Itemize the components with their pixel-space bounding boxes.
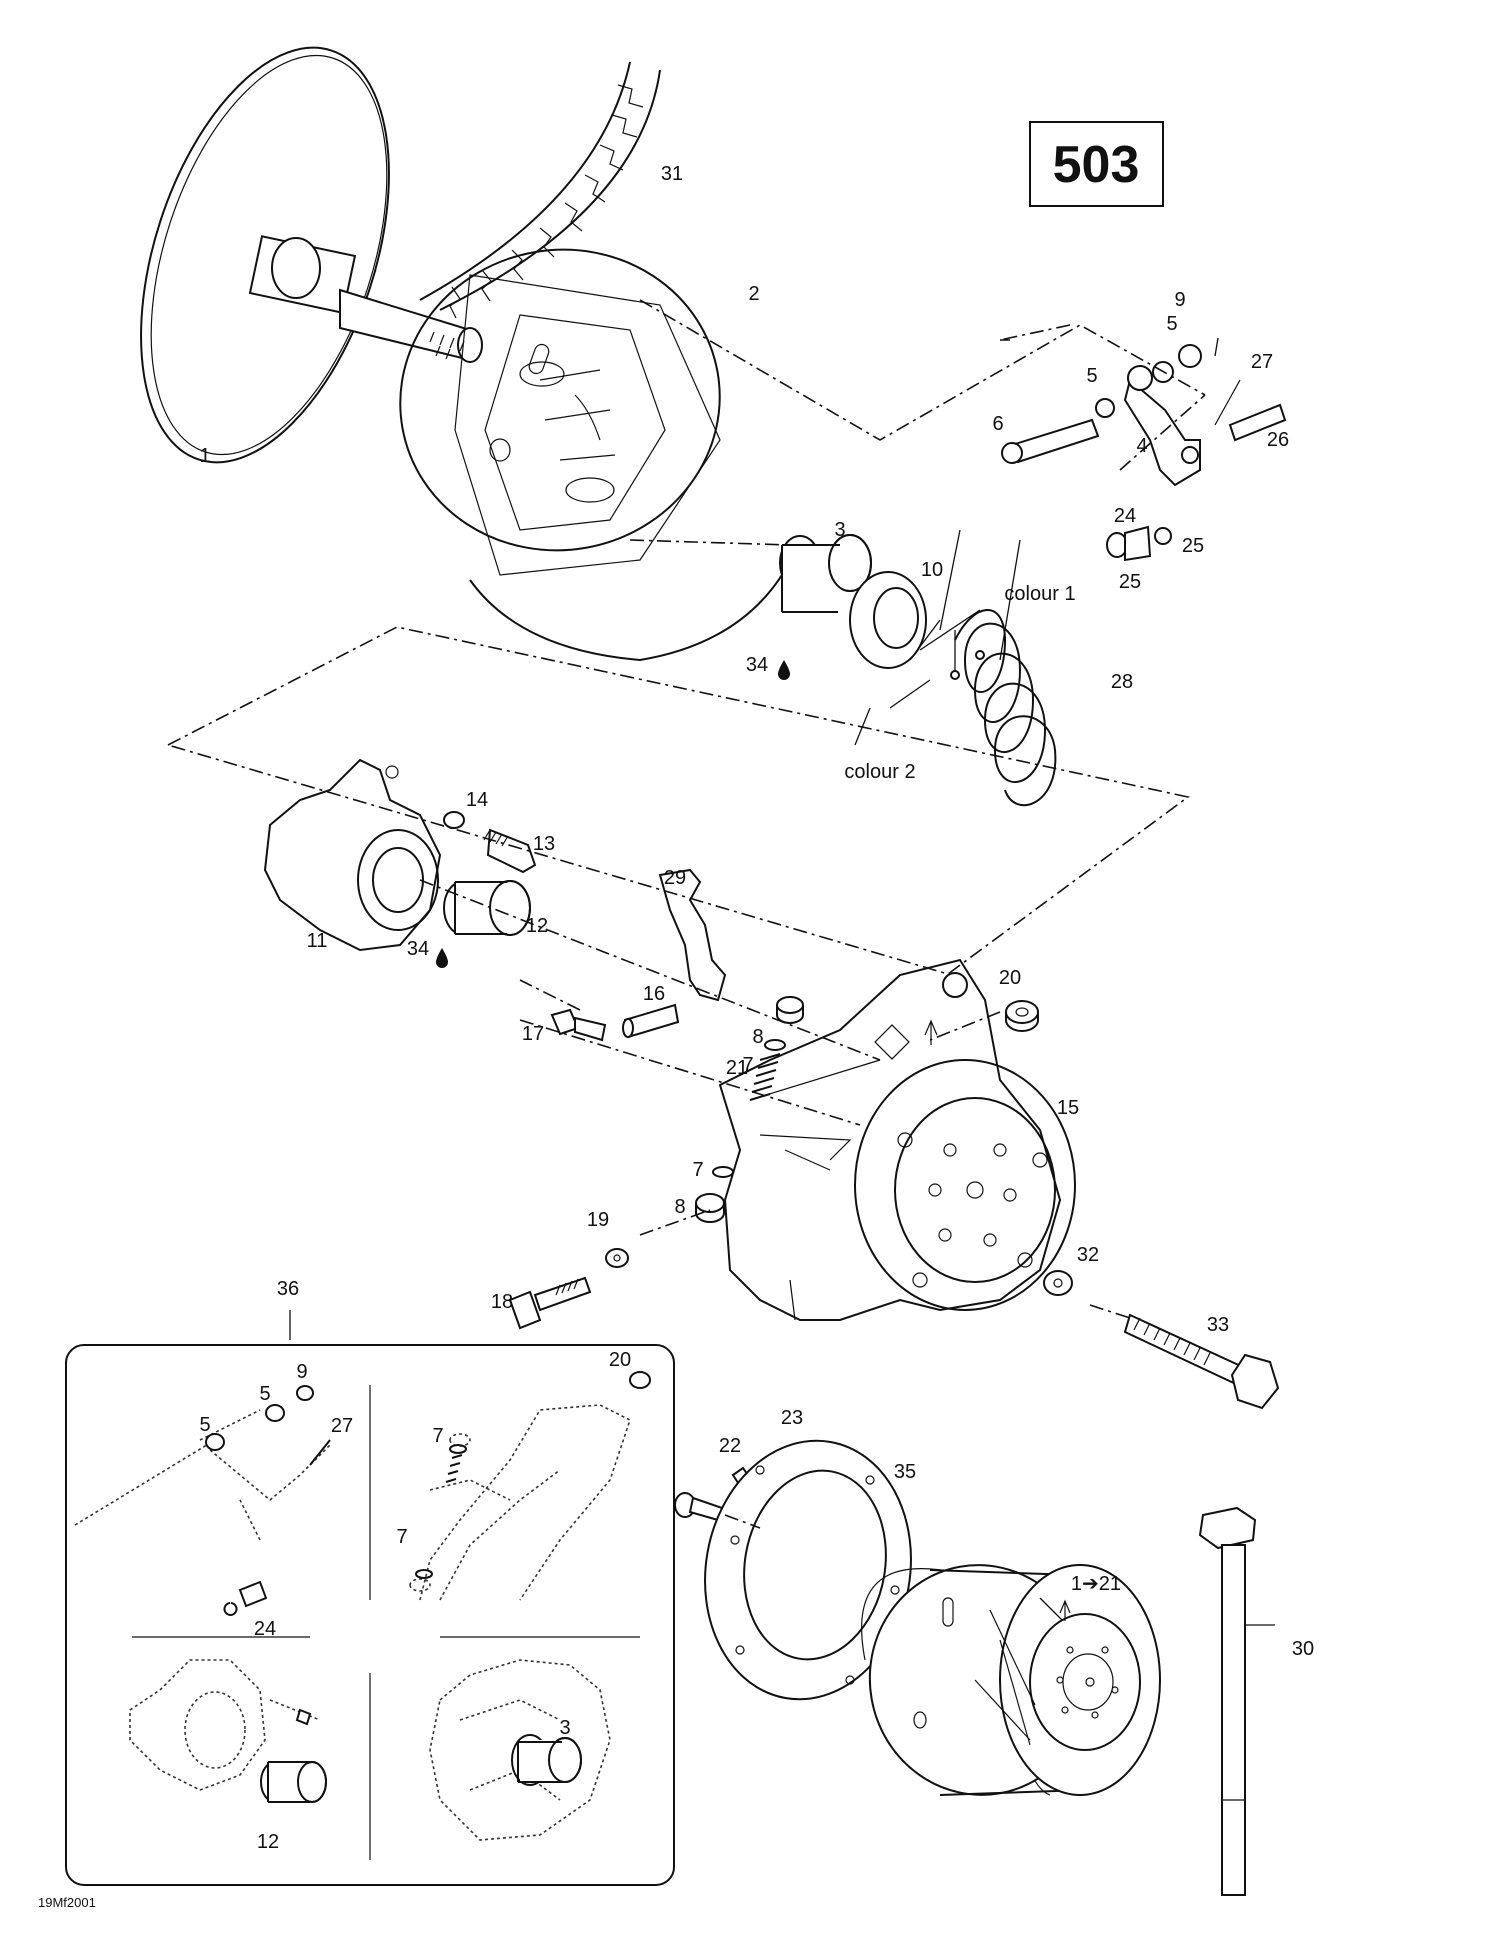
inset-camplate-drawing — [129, 1659, 327, 1803]
callout-11: 11 — [307, 930, 328, 952]
callout-25: 25 — [1182, 535, 1204, 557]
flyweight-part-29 — [658, 868, 727, 1002]
screw-part-17 — [550, 1008, 607, 1042]
callout-20: 20 — [999, 967, 1021, 989]
plate-part-35 — [704, 1439, 912, 1701]
inset-callout-7: 7 — [432, 1425, 443, 1447]
callout-colour-1: colour 1 — [1004, 583, 1075, 605]
callout-3: 3 — [834, 519, 845, 541]
callout-6: 6 — [992, 413, 1003, 435]
callout-23: 23 — [781, 1407, 803, 1429]
callout-28: 28 — [1111, 671, 1133, 693]
inset-spider-drawing — [409, 1371, 651, 1601]
callout-5: 5 — [1166, 313, 1177, 335]
inset-box-36 — [65, 1344, 675, 1886]
bolt-part-30 — [1198, 1506, 1257, 1896]
inset-callout-7: 7 — [396, 1526, 407, 1548]
pin-part-16 — [622, 1003, 680, 1039]
callout-15: 15 — [1057, 1097, 1079, 1119]
callout-19: 19 — [587, 1209, 609, 1231]
bolt-part-18 — [508, 1276, 592, 1330]
drawing-code: 19Mf2001 — [38, 1895, 96, 1910]
inset-callout-20: 20 — [609, 1349, 631, 1371]
callout-32: 32 — [1077, 1244, 1099, 1266]
bushing-part-12 — [443, 880, 531, 936]
callout-5: 5 — [1086, 365, 1097, 387]
callout-34: 34 — [407, 938, 429, 960]
inset-callout-5: 5 — [199, 1414, 210, 1436]
screw-part-13 — [443, 811, 537, 874]
callout-21-label: 21 — [726, 1057, 748, 1079]
callout-35: 35 — [894, 1461, 916, 1483]
callout-7: 7 — [742, 1054, 753, 1076]
callout-16: 16 — [643, 983, 665, 1005]
callout-1: 1 — [199, 445, 210, 467]
callout-12: 12 — [526, 915, 548, 937]
callout-33: 33 — [1207, 1314, 1229, 1336]
movable-sheave-part — [399, 248, 801, 662]
fixed-sheave-part — [140, 46, 483, 464]
inset-callout-5: 5 — [259, 1383, 270, 1405]
spring-part-28 — [950, 609, 1057, 807]
callout-25: 25 — [1119, 571, 1141, 593]
washer-part-20 — [1005, 1000, 1039, 1032]
callout-7: 7 — [692, 1159, 703, 1181]
inset-callout-9: 9 — [296, 1361, 307, 1383]
page-number-box — [1029, 121, 1164, 207]
assembled-clutch-part — [861, 1564, 1161, 1796]
inset-frame — [65, 1344, 675, 1886]
inset-callout-labels: 5 5 9 27 24 7 7 20 12 3 — [199, 1349, 631, 1853]
spring-caps-parts — [695, 996, 804, 1223]
bolt-part-33 — [1123, 1313, 1280, 1410]
cam-plate-part-11 — [263, 758, 442, 952]
callout-labels: 1 2 3 4 5 5 6 7 7 8 8 9 10 11 12 13 14 1… — [199, 163, 1314, 1660]
callout-colour-2: colour 2 — [844, 761, 915, 783]
inset-sheave-drawing — [429, 1659, 611, 1841]
callout-8: 8 — [752, 1026, 763, 1048]
callout-31: 31 — [661, 163, 683, 185]
callout-34: 34 — [746, 654, 768, 676]
callout-8: 8 — [674, 1196, 685, 1218]
explosion-lines — [167, 299, 1206, 1529]
page-number: 503 — [1053, 136, 1140, 194]
callout-26: 26 — [1267, 429, 1289, 451]
washer-part-32 — [1043, 1270, 1073, 1296]
callout-13: 13 — [533, 833, 555, 855]
washer-part-19 — [605, 1248, 629, 1268]
leader-lines — [289, 337, 1275, 1626]
callout-22: 22 — [719, 1435, 741, 1457]
inset-lever-drawing — [74, 1385, 331, 1616]
drive-belt-part — [419, 61, 661, 319]
callout-4: 4 — [1136, 435, 1147, 457]
callout-10: 10 — [921, 559, 943, 581]
callout-29: 29 — [664, 867, 686, 889]
callout-18: 18 — [491, 1291, 513, 1313]
spider-part-15 — [718, 958, 1076, 1321]
grease-drop-icon — [778, 660, 790, 680]
inset-callout-3: 3 — [559, 1717, 570, 1739]
callout-2: 2 — [748, 283, 759, 305]
inset-callout-12: 12 — [257, 1831, 279, 1853]
callout-17: 17 — [522, 1023, 544, 1045]
bushing-part-3 — [779, 534, 872, 613]
callout-36: 36 — [277, 1278, 299, 1300]
callout-24: 24 — [1114, 505, 1136, 527]
callout-1-to-21: 1➔21 — [1071, 1573, 1121, 1595]
callout-27: 27 — [1251, 351, 1273, 373]
grease-drop-icon — [436, 948, 448, 968]
callout-14: 14 — [466, 789, 488, 811]
callout-9: 9 — [1174, 289, 1185, 311]
callout-30: 30 — [1292, 1638, 1314, 1660]
washer-part-10 — [849, 571, 927, 669]
inset-callout-24: 24 — [254, 1618, 276, 1640]
inset-callout-27: 27 — [331, 1415, 353, 1437]
